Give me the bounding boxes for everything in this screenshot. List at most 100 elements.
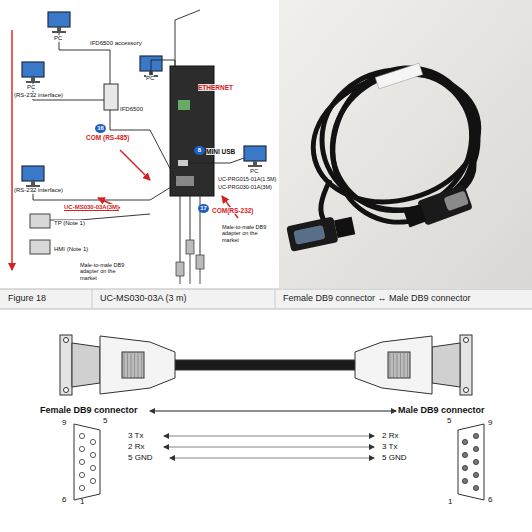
pin-holes	[79, 433, 478, 490]
label-text: 9	[488, 418, 492, 427]
callout-number: 16	[95, 124, 106, 133]
pin-hole	[79, 459, 84, 464]
grip-line	[397, 353, 398, 377]
pin	[462, 439, 467, 444]
label-text: UC-PRG015-01A(1.5M)	[218, 176, 276, 182]
pin-hole	[90, 478, 95, 483]
label-text: Male-to-male DB9 adapter on the market	[222, 224, 274, 243]
label-text: Male DB9 connector	[398, 405, 485, 415]
pin-hole	[79, 433, 84, 438]
grip-line	[124, 353, 125, 377]
label-text: 9	[62, 418, 66, 427]
photo-ground	[279, 0, 532, 288]
label-text: PC	[54, 35, 62, 42]
pc-monitor	[57, 27, 61, 31]
label-text: (RS-232 interface)	[14, 187, 63, 194]
grip-line	[131, 353, 132, 377]
male-db9-photo	[402, 184, 473, 231]
callout-number: 8	[194, 146, 205, 155]
label-text: PC	[146, 75, 154, 82]
label-text: IFD6500	[120, 106, 143, 113]
grip-line	[404, 353, 405, 377]
pin	[462, 452, 467, 457]
ethernet-port	[178, 100, 190, 110]
pc-monitor	[244, 146, 266, 161]
pin	[473, 472, 478, 477]
label-text: 5 GND	[128, 453, 152, 462]
grip-line	[134, 353, 135, 377]
pin	[473, 459, 478, 464]
cable-line	[188, 158, 244, 163]
red-arrow	[11, 30, 12, 270]
callout-number: 17	[198, 204, 209, 213]
label-text: 6	[62, 495, 66, 504]
table-row	[0, 289, 532, 309]
label-text: Male-to-male DB9 adapter on the market	[80, 262, 132, 281]
label-text: HMI (Note 1)	[54, 246, 88, 253]
label-text: Figure 18	[8, 293, 46, 303]
db9-plug	[186, 240, 194, 254]
label-text: 1	[80, 497, 84, 506]
label-text: 1	[448, 497, 452, 506]
cable-line	[180, 196, 181, 262]
pin-hole	[90, 465, 95, 470]
label-text: UC-MS030-03A(3M)	[64, 204, 119, 211]
table-rule	[92, 289, 93, 309]
grip-lines	[124, 353, 408, 377]
pin-hole	[79, 446, 84, 451]
pc-monitor	[31, 181, 35, 185]
grip-line	[393, 353, 394, 377]
label-text: UC-MS030-03A (3 m)	[100, 293, 187, 303]
pin	[473, 433, 478, 438]
pin	[462, 465, 467, 470]
cable-line	[190, 254, 191, 284]
hmi-device	[30, 240, 50, 254]
tp-device	[30, 214, 50, 228]
pin-wires	[164, 436, 374, 458]
pin-hole	[79, 485, 84, 490]
pc-monitor	[48, 12, 70, 27]
pc-monitor	[31, 77, 35, 81]
label-text: COM (RS-485)	[86, 134, 129, 141]
pc-monitor	[26, 81, 40, 83]
label-text: COM(RS-232)	[212, 207, 254, 214]
db9-plug	[196, 255, 204, 269]
cable-drawing	[60, 335, 472, 395]
diagram-panel	[0, 0, 276, 288]
connector-arrow	[150, 410, 396, 411]
ifd6500-device	[104, 84, 118, 110]
label-text: PC	[27, 84, 35, 91]
label-text: 6	[488, 495, 492, 504]
grip-line	[407, 353, 408, 377]
female-db9-photo	[286, 213, 356, 252]
pc-monitor	[52, 31, 66, 33]
label-text: Female DB9 connector ↔ Male DB9 connecto…	[283, 293, 471, 303]
label-text: 2 Rx	[382, 431, 398, 440]
label-text: 3 Tx	[382, 442, 397, 451]
table-rule	[0, 289, 532, 290]
label-text: 2 Rx	[128, 442, 144, 451]
cable-line	[200, 269, 201, 284]
cable-coil	[299, 45, 500, 242]
pin-hole	[90, 439, 95, 444]
label-text: 3 Tx	[128, 431, 143, 440]
female-face	[74, 424, 100, 500]
label-text: PC	[250, 168, 258, 175]
label-text: MINI USB	[206, 148, 235, 155]
label-text: 5	[447, 416, 451, 425]
pin	[462, 478, 467, 483]
cable-line	[151, 60, 175, 77]
cable-line	[180, 276, 181, 284]
pin-hole	[79, 472, 84, 477]
pc-monitor	[253, 161, 257, 165]
red-arrow	[120, 150, 150, 180]
label-text: 5	[103, 416, 107, 425]
cable-tag	[375, 63, 422, 89]
label-text: IFD6500 accessory	[90, 40, 142, 47]
table-rule	[0, 309, 532, 310]
grip-line	[141, 353, 142, 377]
usb-port	[178, 160, 188, 166]
label-text: 5 GND	[382, 453, 406, 462]
label-text: Female DB9 connector	[40, 405, 138, 415]
